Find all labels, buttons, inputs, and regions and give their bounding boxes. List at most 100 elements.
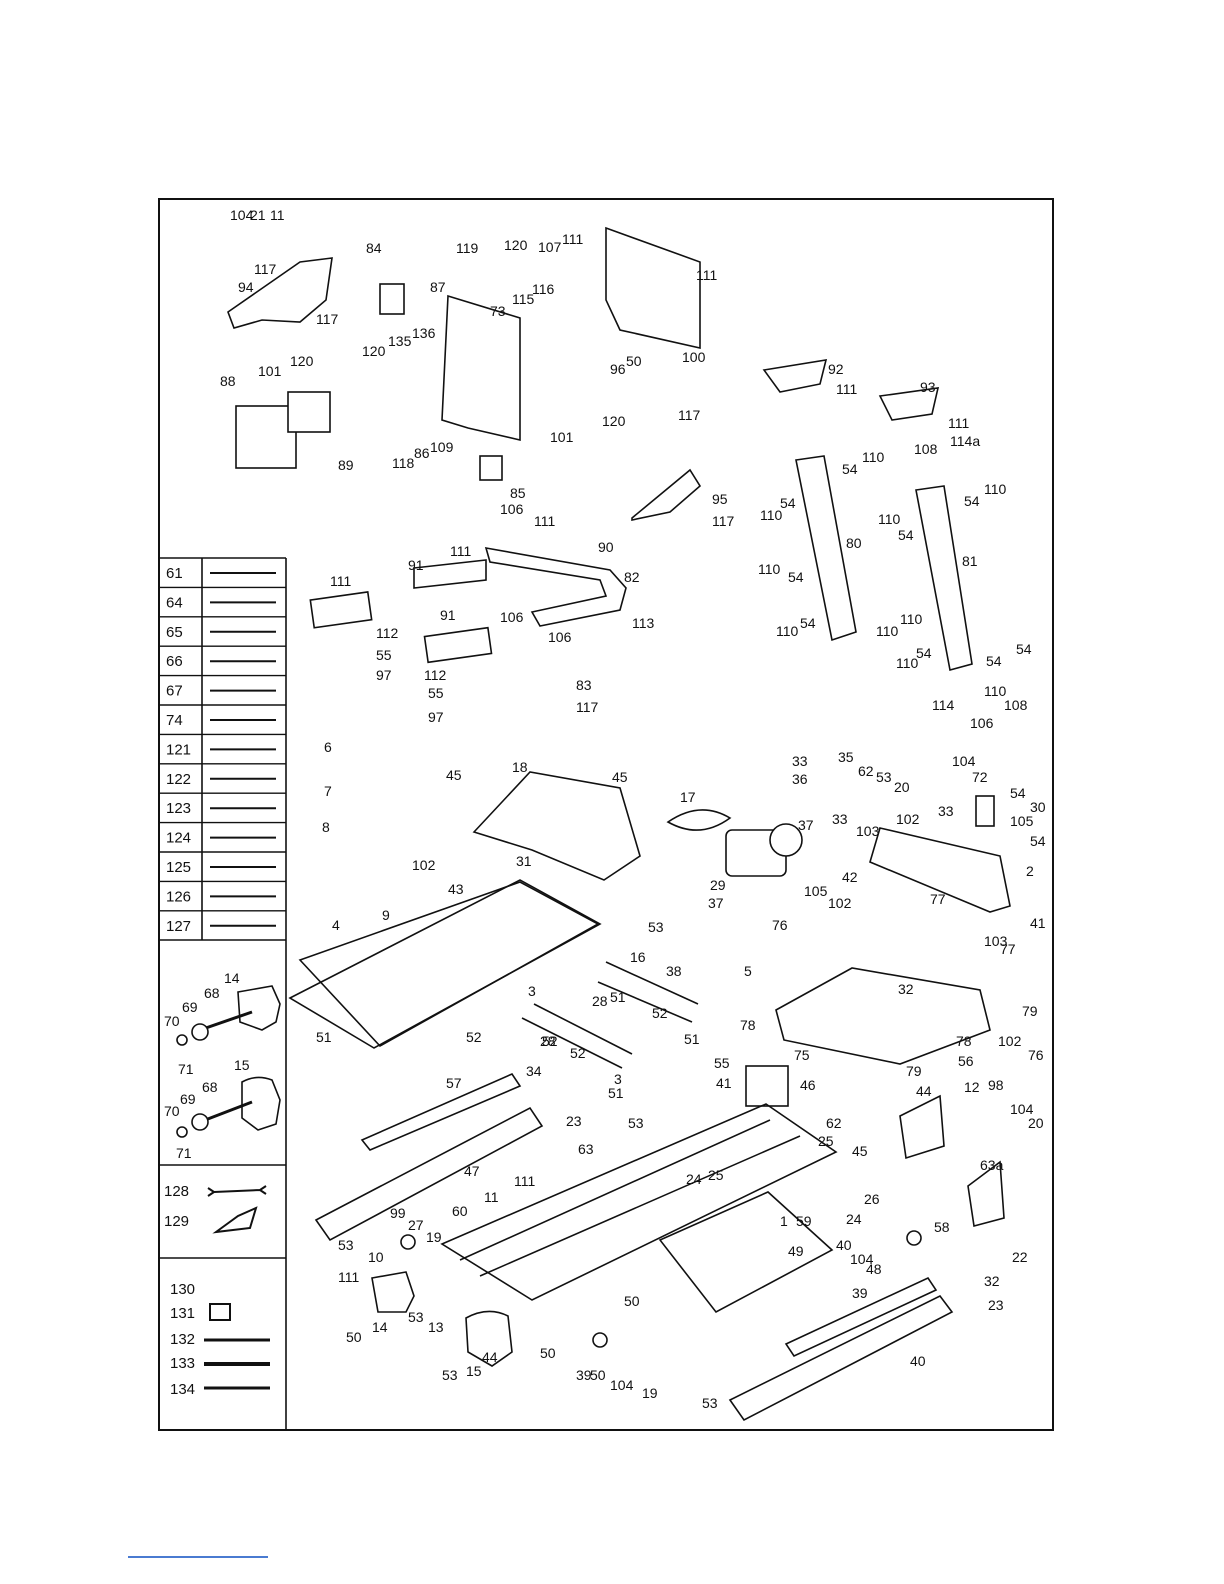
legend-roller-parts xyxy=(176,985,281,1138)
legend-electrical-label: 131 xyxy=(170,1305,195,1322)
motor-flywheel xyxy=(769,823,803,857)
legend-part-number: 127 xyxy=(166,918,191,935)
part-number-callout: 111 xyxy=(514,1173,535,1189)
part-number-callout: 7 xyxy=(324,783,332,799)
part-number-callout: 37 xyxy=(708,895,724,911)
part-number-callout: 50 xyxy=(540,1345,556,1361)
part-number-callout: 52 xyxy=(570,1045,586,1061)
part-number-callout: 102 xyxy=(412,857,436,873)
part-number-callout: 113 xyxy=(632,615,655,631)
part-number-callout: 52 xyxy=(652,1005,668,1021)
part-number-callout: 111 xyxy=(450,543,471,559)
part-number-callout: 55 xyxy=(376,647,392,663)
part-number-callout: 102 xyxy=(828,895,852,911)
part-number-callout: 28 xyxy=(540,1033,556,1049)
part-number-callout: 110 xyxy=(896,655,919,671)
rail-3a xyxy=(597,981,693,1023)
part-number-callout: 35 xyxy=(838,749,854,765)
part-number-callout: 79 xyxy=(906,1063,922,1079)
part-number-callout: 1 xyxy=(780,1213,788,1229)
part-number-callout: 31 xyxy=(516,853,532,869)
legend-part-number: 123 xyxy=(166,800,191,817)
legend-part-number: 67 xyxy=(166,683,183,700)
part-number-callout: 38 xyxy=(666,963,682,979)
part-number-callout: 32 xyxy=(984,1273,1000,1289)
part-number-callout: 54 xyxy=(1010,785,1026,801)
part-number-callout: 108 xyxy=(914,441,938,457)
part-number-callout: 91 xyxy=(440,607,456,623)
legend-electrical-label: 134 xyxy=(170,1381,195,1398)
handrail-frame xyxy=(484,546,627,627)
part-number-callout: 100 xyxy=(682,349,706,365)
part-number-callout: 58 xyxy=(934,1219,950,1235)
part-number-callout: 111 xyxy=(330,573,351,589)
part-number-callout: 10 xyxy=(368,1249,384,1265)
part-number-callout: 63 xyxy=(578,1141,594,1157)
part-number-callout: 77 xyxy=(1000,941,1016,957)
part-number-callout: 54 xyxy=(788,569,804,585)
part-number-callout: 89 xyxy=(338,457,354,473)
upright-assembly xyxy=(762,359,973,671)
part-number-callout: 79 xyxy=(1022,1003,1038,1019)
part-number-callout: 98 xyxy=(988,1077,1004,1093)
part-number-callout: 4 xyxy=(332,917,340,933)
part-number-callout: 23 xyxy=(988,1297,1004,1313)
part-number-callout: 28 xyxy=(592,993,608,1009)
part-number-callout: 54 xyxy=(1030,833,1046,849)
foot-22 xyxy=(906,1230,922,1246)
roller-bracket-14 xyxy=(237,985,281,1031)
part-number-callout: 111 xyxy=(338,1269,359,1285)
legend-part-number: 64 xyxy=(166,594,183,611)
part-number-callout: 54 xyxy=(800,615,816,631)
incline-arm-2 xyxy=(869,827,1011,913)
rail-28a xyxy=(605,961,699,1005)
diagram-frame xyxy=(158,198,1054,1431)
legend-wire-icons xyxy=(210,572,276,927)
legend-labels: 6164656667741211221231241251261271469687… xyxy=(164,565,250,1398)
deck-16 xyxy=(298,881,600,1048)
part-number-callout: 45 xyxy=(612,769,628,785)
tool-129 xyxy=(212,1206,258,1234)
part-number-callout: 118 xyxy=(392,455,415,471)
part-number-callout: 102 xyxy=(896,811,920,827)
part-number-callout: 50 xyxy=(626,353,642,369)
part-number-callout: 110 xyxy=(878,511,901,527)
side-rail-23a xyxy=(360,1072,522,1151)
incline-frame xyxy=(745,795,1011,1107)
legend-electrical-label: 133 xyxy=(170,1355,195,1372)
part-number-callout: 45 xyxy=(446,767,462,783)
handrail-assembly xyxy=(309,546,627,664)
part-number-callout: 20 xyxy=(894,779,910,795)
rail-3b xyxy=(521,1017,623,1069)
part-number-callout: 117 xyxy=(316,311,339,327)
part-number-callout: 110 xyxy=(760,507,783,523)
part-number-callout: 52 xyxy=(542,1033,558,1049)
running-belt-5 xyxy=(288,879,602,1049)
part-number-callout: 75 xyxy=(794,1047,810,1063)
part-number-callout: 120 xyxy=(504,237,528,253)
part-number-callout: 120 xyxy=(602,413,626,429)
part-number-callout: 110 xyxy=(776,623,799,639)
part-number-callout: 82 xyxy=(624,569,640,585)
part-number-callout: 55 xyxy=(428,685,444,701)
part-number-callout: 110 xyxy=(984,481,1007,497)
console-cover-95 xyxy=(631,468,702,521)
side-rail-23b xyxy=(784,1276,938,1358)
part-number-callout: 60 xyxy=(452,1203,468,1219)
legend-tool-label: 129 xyxy=(164,1213,189,1230)
part-number-callout: 114 xyxy=(932,697,955,713)
legend-roller-label: 69 xyxy=(180,1091,196,1107)
side-rail-11b xyxy=(728,1294,954,1422)
part-number-callout: 50 xyxy=(346,1329,362,1345)
part-number-callout: 91 xyxy=(408,557,424,573)
part-number-callout: 59 xyxy=(796,1213,812,1229)
part-number-callout: 11 xyxy=(270,207,285,223)
part-number-callout: 37 xyxy=(798,817,814,833)
deck-assembly xyxy=(288,879,699,1069)
part-number-callout: 53 xyxy=(876,769,892,785)
part-number-callout: 55 xyxy=(714,1055,730,1071)
legend-electrical-label: 132 xyxy=(170,1331,195,1348)
part-number-callout: 54 xyxy=(964,493,980,509)
part-number-callout: 109 xyxy=(430,439,454,455)
part-number-callout: 19 xyxy=(426,1229,442,1245)
